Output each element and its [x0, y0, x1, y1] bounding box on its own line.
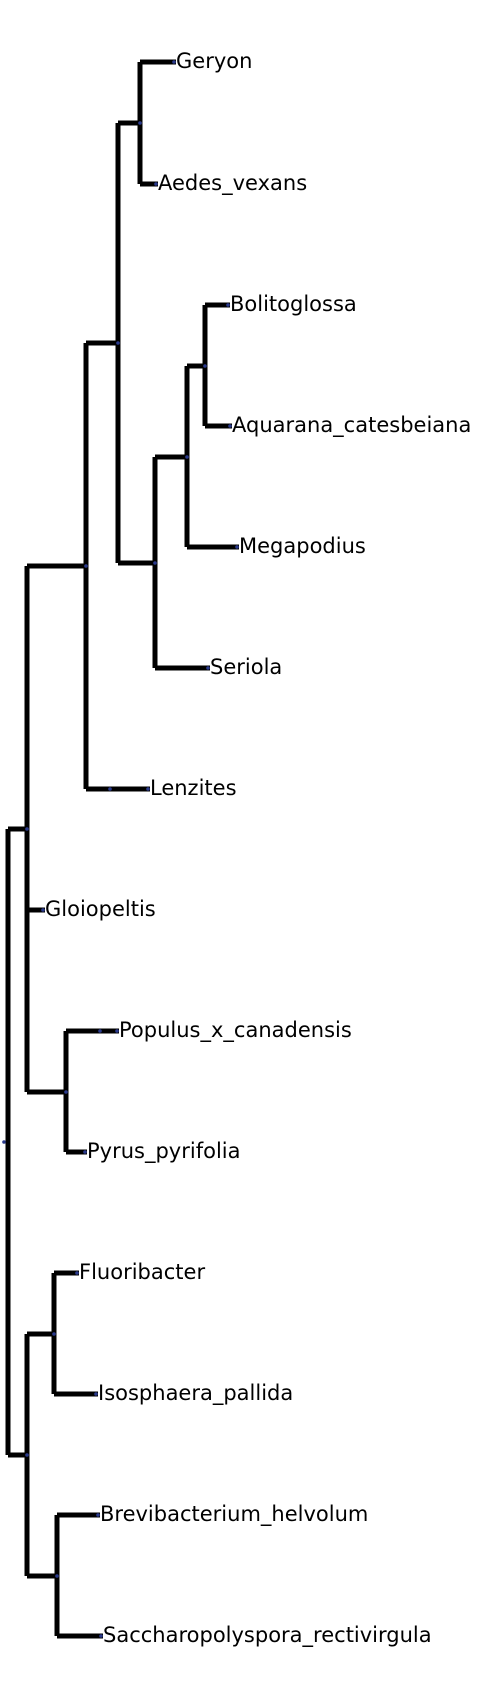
clade-geryon-aedes-branch [137, 59, 176, 187]
node-marker [172, 60, 176, 64]
clade-bolitoglossa-aquarana-branch [202, 302, 232, 429]
node-marker [138, 121, 142, 125]
leaf-label-seriola: Seriola [210, 655, 282, 679]
leaf-label-lenzites: Lenzites [150, 776, 237, 800]
clade-vertebrate-branch [152, 454, 210, 671]
node-marker [98, 1029, 102, 1033]
node-marker [206, 666, 210, 670]
node-marker [228, 424, 232, 428]
node-marker [55, 1574, 59, 1578]
node-marker [2, 1140, 6, 1144]
node-marker [64, 1090, 68, 1094]
node-marker [52, 1332, 56, 1336]
clade-animal-branch [115, 120, 155, 566]
node-marker [235, 545, 239, 549]
clade-rosid-branch [63, 1028, 119, 1155]
node-marker [203, 364, 207, 368]
node-marker [84, 564, 88, 568]
leaf-label-saccharopolyspora-rectivirgula: Saccharopolyspora_rectivirgula [103, 1623, 432, 1648]
leaf-label-gloiopeltis: Gloiopeltis [45, 897, 156, 921]
clade-actinobacteria-branch [54, 1512, 103, 1639]
clade-eukaryote-branch [24, 563, 86, 1095]
node-marker [94, 1392, 98, 1396]
node-marker [83, 1150, 87, 1154]
node-marker [25, 827, 29, 831]
leaf-label-aquarana-catesbeiana: Aquarana_catesbeiana [232, 413, 471, 438]
node-marker [75, 1271, 79, 1275]
node-marker [115, 1029, 119, 1033]
node-marker [154, 182, 158, 186]
node-marker [153, 561, 157, 565]
leaf-label-bolitoglossa: Bolitoglossa [230, 292, 357, 316]
leaf-label-aedes-vexans: Aedes_vexans [158, 171, 307, 196]
node-marker [25, 1453, 29, 1457]
node-marker [146, 787, 150, 791]
node-marker [41, 908, 45, 912]
leaf-label-populus-x-canadensis: Populus_x_canadensis [119, 1018, 352, 1043]
leaf-labels: Geryon Aedes_vexans Bolitoglossa Aquaran… [45, 49, 471, 1648]
node-marker [226, 303, 230, 307]
tree-branches [2, 59, 239, 1639]
leaf-label-pyrus-pyrifolia: Pyrus_pyrifolia [87, 1139, 240, 1164]
leaf-label-geryon: Geryon [176, 49, 252, 73]
leaf-label-fluoribacter: Fluoribacter [79, 1260, 205, 1284]
clade-fluoribacter-isosphaera-branch [51, 1270, 98, 1397]
node-marker [185, 455, 189, 459]
node-marker [99, 1634, 103, 1638]
root-branch [5, 826, 27, 1458]
leaf-label-megapodius: Megapodius [239, 534, 366, 558]
node-marker [108, 787, 112, 791]
node-marker [116, 341, 120, 345]
leaf-label-isosphaera-pallida: Isosphaera_pallida [98, 1381, 293, 1406]
leaf-label-brevibacterium-helvolum: Brevibacterium_helvolum [100, 1502, 368, 1527]
clade-amphibian-megapodius-branch [184, 363, 239, 550]
node-marker [96, 1513, 100, 1517]
